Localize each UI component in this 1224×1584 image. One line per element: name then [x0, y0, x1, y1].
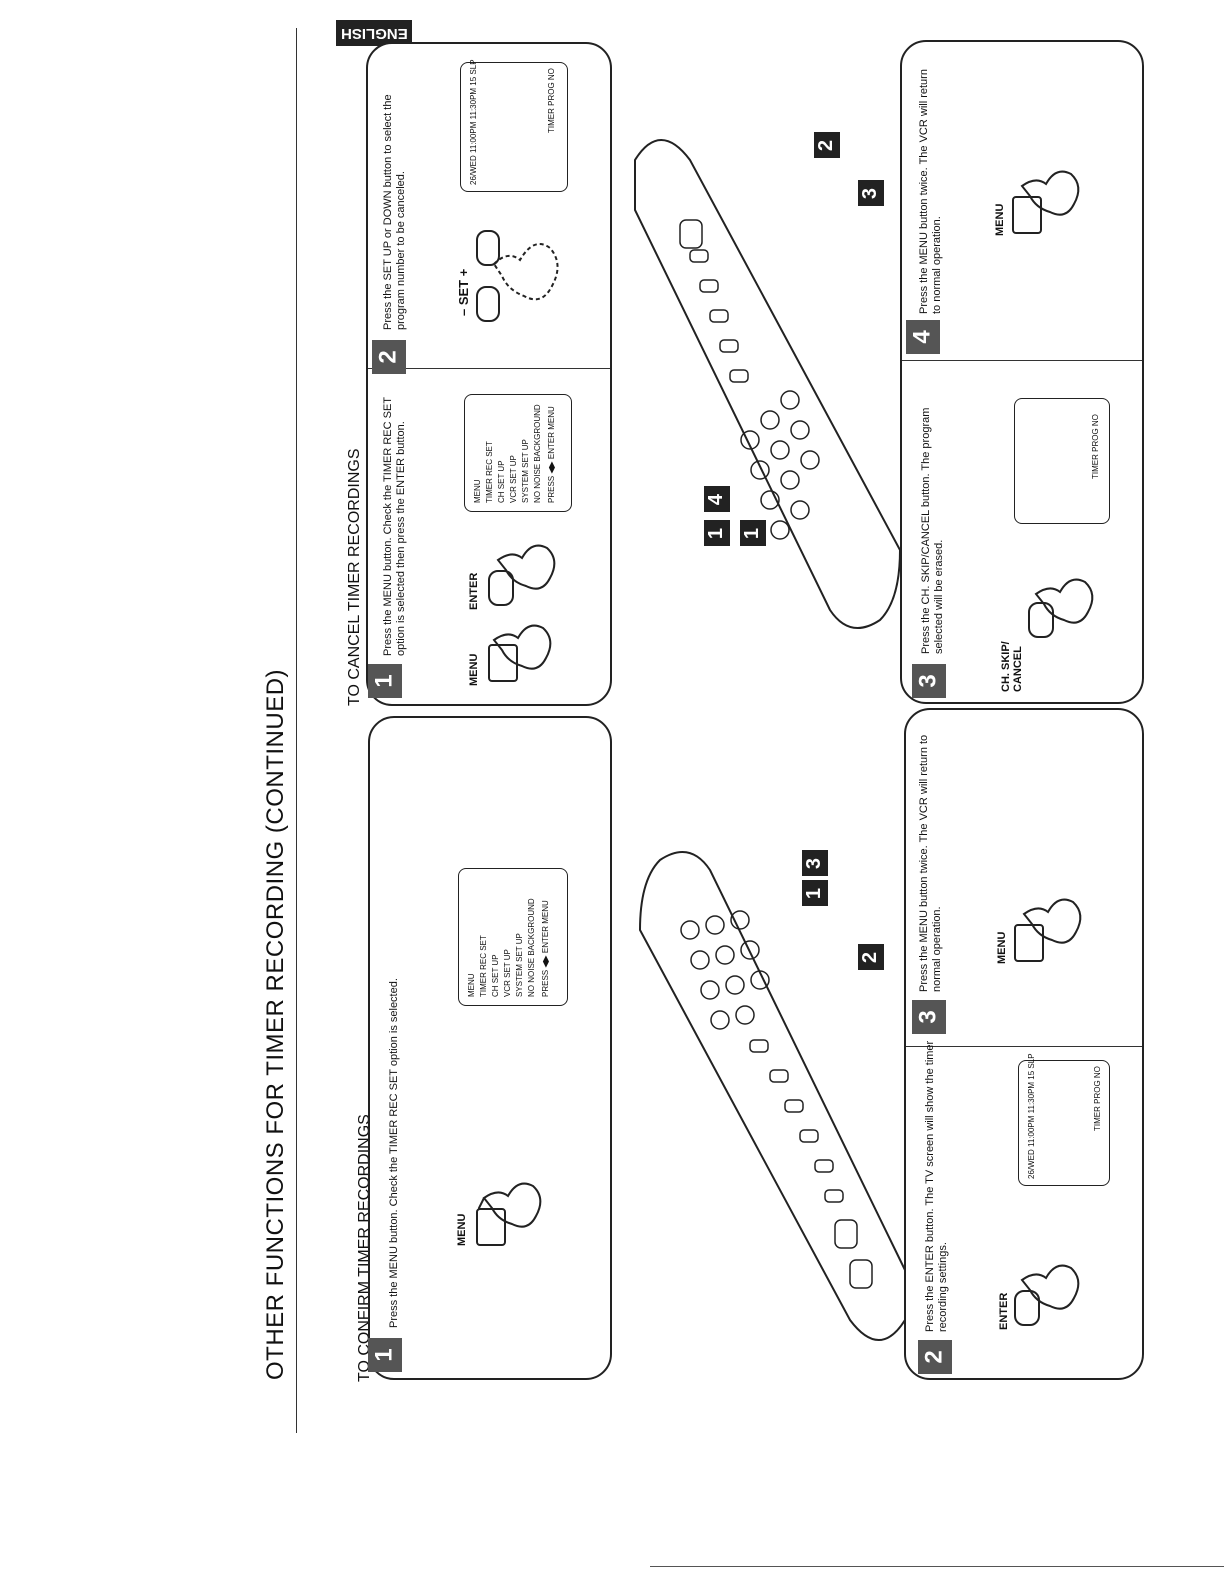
- language-tab: ENGLISH: [336, 20, 412, 46]
- menu-line: CH SET UP: [497, 460, 506, 503]
- menu-line: SYSTEM SET UP: [521, 439, 530, 503]
- menu-button-icon: [1012, 196, 1042, 234]
- cancel-step2-set-label: – SET +: [456, 268, 471, 316]
- pointing-hand-icon: [1022, 898, 1082, 944]
- cancel-step2-badge: 2: [372, 340, 406, 374]
- confirm-callout-1: 1: [802, 880, 828, 906]
- cancel-timer-screen: 26/WED 11:00PM 11:30PM 15 SLP TIMER PROG…: [460, 59, 568, 192]
- confirm-step2-badge: 2: [918, 1340, 952, 1374]
- pointing-hand-icon: [1020, 1264, 1080, 1310]
- pointing-hand-icon: [1034, 578, 1094, 624]
- pointing-hand-icon: [1020, 170, 1080, 216]
- cancel-step1-text: Press the MENU button. Check the TIMER R…: [382, 397, 407, 656]
- pointing-hand-icon: [478, 1182, 542, 1228]
- cancel-step1-button2-label: ENTER: [468, 572, 480, 610]
- confirm-timer-screen: 26/WED 11:00PM 11:30PM 15 SLP TIMER PROG…: [1018, 1053, 1110, 1186]
- cancel-steps12-box: 1 Press the MENU button. Check the TIMER…: [366, 42, 612, 706]
- timer-screen-header: 26/WED 11:00PM 11:30PM 15 SLP: [1027, 1053, 1036, 1179]
- confirm-step2-text: Press the ENTER button. The TV screen wi…: [924, 1040, 949, 1332]
- menu-line: PRESS ◀▶ ENTER MENU: [547, 406, 556, 503]
- set-up-button-icon[interactable]: [476, 230, 500, 266]
- cancel-callout-1b: 1: [740, 520, 766, 546]
- cancel-steps34-box: 3 Press the CH. SKIP/CANCEL button. The …: [900, 40, 1144, 704]
- remote-control-illustration: [634, 139, 902, 629]
- cancel-menu-screen: MENU TIMER REC SET CH SET UP VCR SET UP …: [464, 394, 572, 512]
- menu-line: MENU: [473, 479, 482, 503]
- cancel-step4-text: Press the MENU button twice. The VCR wil…: [918, 69, 943, 314]
- confirm-callout-3: 3: [802, 850, 828, 876]
- menu-line: SYSTEM SET UP: [515, 933, 524, 997]
- confirm-step3-button-label: MENU: [996, 931, 1008, 964]
- confirm-callout-2: 2: [858, 944, 884, 970]
- confirm-step1-text: Press the MENU button. Check the TIMER R…: [388, 978, 400, 1328]
- set-down-button-icon[interactable]: [476, 286, 500, 322]
- cancel-callout-4: 4: [704, 486, 730, 512]
- timer-screen-footer: TIMER PROG NO: [1093, 1066, 1102, 1131]
- cancel-step4-badge: 4: [906, 320, 940, 354]
- pointing-hand-icon: [496, 544, 556, 590]
- cancel-heading: TO CANCEL TIMER RECORDINGS: [346, 448, 363, 706]
- cancel-step2-text: Press the SET UP or DOWN button to selec…: [382, 94, 407, 330]
- menu-line: NO NOISE BACKGROUND: [533, 404, 542, 503]
- bottom-rule: [650, 1566, 1224, 1567]
- cancel-step3-button-label: CH. SKIP/ CANCEL: [1000, 641, 1024, 692]
- menu-line: MENU: [467, 973, 476, 997]
- menu-line: PRESS ◀▶ ENTER MENU: [541, 900, 550, 997]
- menu-button-icon: [488, 644, 518, 682]
- cancel-callout-3: 3: [858, 180, 884, 206]
- enter-button-icon: [1014, 1290, 1040, 1326]
- confirm-steps23-box: 2 Press the ENTER button. The TV screen …: [904, 708, 1144, 1380]
- menu-line: TIMER REC SET: [479, 935, 488, 997]
- confirm-step2-button-label: ENTER: [998, 1292, 1010, 1330]
- cancel-step4-button-label: MENU: [994, 203, 1006, 236]
- confirm-step3-text: Press the MENU button twice. The VCR wil…: [918, 734, 943, 992]
- menu-line: VCR SET UP: [509, 455, 518, 503]
- pointing-hand-icon: [492, 243, 559, 301]
- menu-line: CH SET UP: [491, 954, 500, 997]
- timer-screen-footer: TIMER PROG NO: [547, 68, 556, 133]
- cancel-step1-badge: 1: [368, 664, 402, 698]
- cancel-callout-1: 1: [704, 520, 730, 546]
- cancel-step3-badge: 3: [912, 664, 946, 698]
- cancel-step1-button1-label: MENU: [468, 653, 480, 686]
- confirm-menu-screen: MENU TIMER REC SET CH SET UP VCR SET UP …: [458, 868, 568, 1006]
- title-rule: [296, 28, 297, 1433]
- menu-button-icon: [1014, 924, 1044, 962]
- cancel-callout-2: 2: [814, 132, 840, 158]
- enter-button-icon: [488, 570, 514, 606]
- confirm-step1-badge: 1: [368, 1338, 402, 1372]
- confirm-step1-button-label: MENU: [456, 1213, 468, 1246]
- cancel-erased-timer-screen: TIMER PROG NO: [1014, 398, 1110, 524]
- menu-line: TIMER REC SET: [485, 441, 494, 503]
- timer-screen-header: 26/WED 11:00PM 11:30PM 15 SLP: [469, 59, 478, 185]
- ch-skip-cancel-button-icon: [1028, 602, 1054, 638]
- timer-screen-footer: TIMER PROG NO: [1091, 414, 1100, 479]
- pointing-hand-icon: [492, 624, 552, 670]
- remote-control-illustration: [638, 851, 906, 1341]
- cancel-step3-text: Press the CH. SKIP/CANCEL button. The pr…: [920, 407, 945, 654]
- confirm-step1-box: 1 Press the MENU button. Check the TIMER…: [368, 716, 612, 1380]
- page-title: OTHER FUNCTIONS FOR TIMER RECORDING (CON…: [262, 668, 289, 1380]
- menu-button-icon: [476, 1208, 506, 1246]
- menu-line: VCR SET UP: [503, 949, 512, 997]
- menu-line: NO NOISE BACKGROUND: [527, 898, 536, 997]
- confirm-step3-badge: 3: [912, 1000, 946, 1034]
